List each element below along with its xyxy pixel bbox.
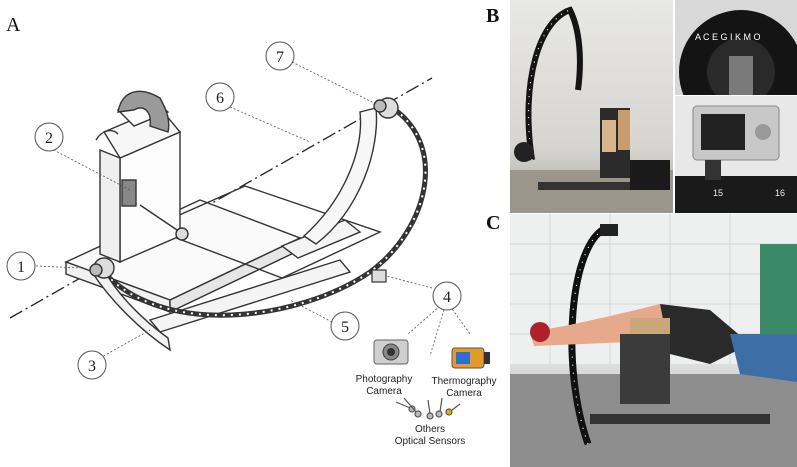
dial-number-15: 15 — [713, 188, 723, 198]
others-label-line1: Others — [415, 424, 445, 435]
technical-drawing: 1 2 3 4 5 6 7 — [6, 41, 497, 447]
thermography-label-line2: Camera — [446, 388, 482, 399]
callout-3: 3 — [77, 350, 107, 380]
dial-number-16: 16 — [775, 188, 785, 198]
callout-7: 7 — [265, 41, 295, 71]
svg-text:4: 4 — [443, 289, 451, 306]
svg-text:6: 6 — [216, 90, 224, 107]
callout-2: 2 — [34, 122, 64, 152]
callout-4: 4 — [432, 281, 462, 311]
svg-text:5: 5 — [341, 319, 349, 336]
sensor-carriage — [371, 269, 387, 283]
optical-sensors-icon — [395, 397, 461, 420]
camera-closeup-photo: 15 16 — [675, 96, 797, 213]
leg-cradle — [95, 90, 170, 141]
thermography-camera-icon — [451, 347, 490, 369]
panel-label-a: A — [6, 14, 21, 36]
callout-5: 5 — [330, 311, 360, 341]
left-guide — [89, 257, 171, 352]
callout-1: 1 — [6, 251, 36, 281]
svg-text:7: 7 — [276, 49, 284, 66]
device-photo — [510, 0, 673, 213]
svg-text:1: 1 — [17, 259, 25, 276]
patient-photo — [510, 214, 797, 467]
panel-label-b: B — [486, 5, 500, 27]
others-label-line2: Optical Sensors — [395, 436, 466, 447]
dial-letters: A C E G I K M O — [695, 32, 761, 42]
leg-support — [99, 95, 189, 264]
photography-label-line1: Photography — [356, 374, 413, 385]
svg-text:3: 3 — [88, 358, 96, 375]
semicircular-arc — [98, 101, 428, 318]
callout-markers: 1 2 3 4 5 6 7 — [6, 41, 462, 380]
svg-text:2: 2 — [45, 130, 53, 147]
right-guide — [302, 97, 399, 245]
callout-6: 6 — [205, 82, 235, 112]
leader-lines — [35, 61, 471, 359]
photography-label-line2: Camera — [366, 386, 402, 397]
thermography-label-line1: Thermography — [431, 376, 496, 387]
dial-closeup-photo: A C E G I K M O — [675, 0, 797, 95]
panel-label-c: C — [486, 212, 501, 234]
photography-camera-icon — [373, 339, 409, 365]
